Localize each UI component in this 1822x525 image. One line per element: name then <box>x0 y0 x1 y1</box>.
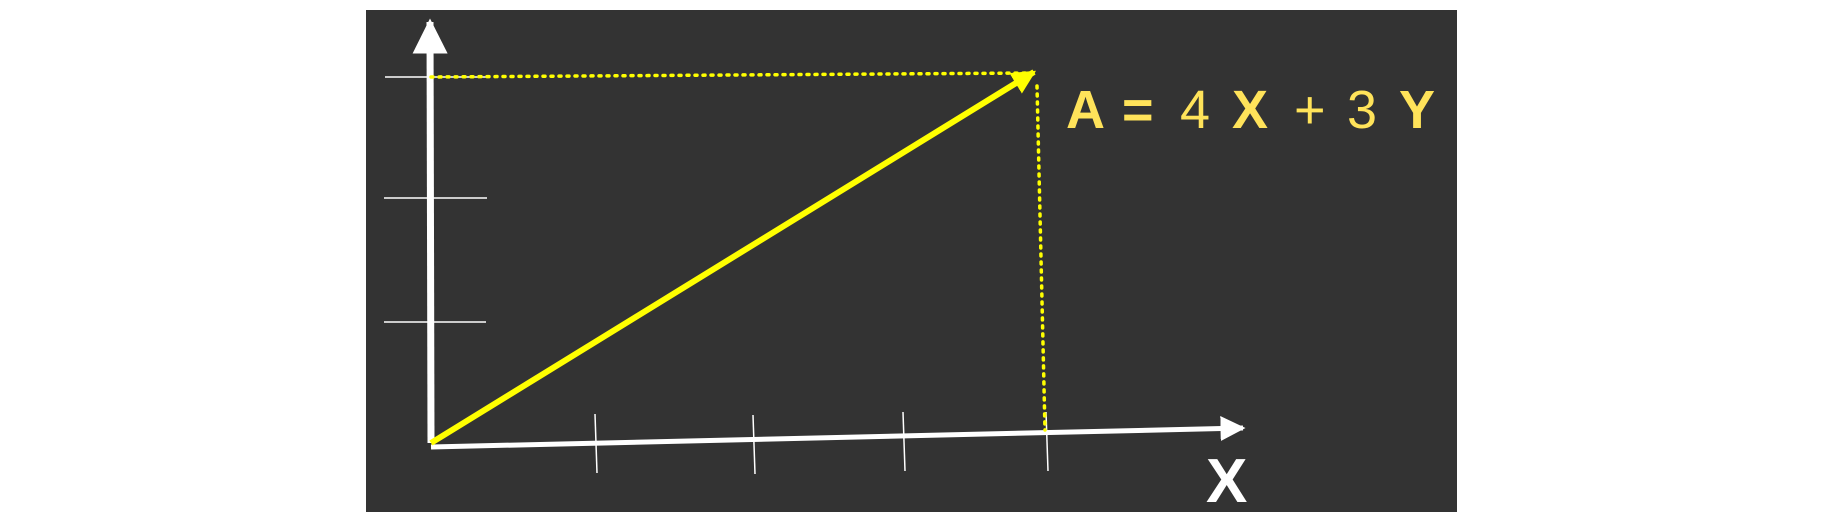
equation-plus: + <box>1294 80 1326 140</box>
x-tick <box>1045 411 1049 472</box>
equation-coef-y: 3 <box>1347 80 1377 140</box>
x-tick <box>594 413 598 474</box>
vector-a <box>429 69 1037 446</box>
y-axis <box>412 18 448 444</box>
y-projection-line <box>429 71 1035 79</box>
x-axis <box>430 416 1246 450</box>
x-tick <box>902 411 906 472</box>
equation-var-x: X <box>1232 80 1268 140</box>
equation-var-y: Y <box>1399 80 1435 140</box>
equation-coef-x: 4 <box>1180 80 1210 140</box>
x-projection-line <box>1035 84 1047 432</box>
equation-equals: = <box>1122 80 1154 140</box>
x-axis-label: X <box>1206 447 1247 512</box>
x-tick <box>752 414 756 475</box>
vector-diagram: A = 4 X + 3 Y X <box>384 18 1435 512</box>
diagram-board: A = 4 X + 3 Y X <box>366 10 1457 512</box>
equation-lhs: A <box>1066 80 1105 140</box>
